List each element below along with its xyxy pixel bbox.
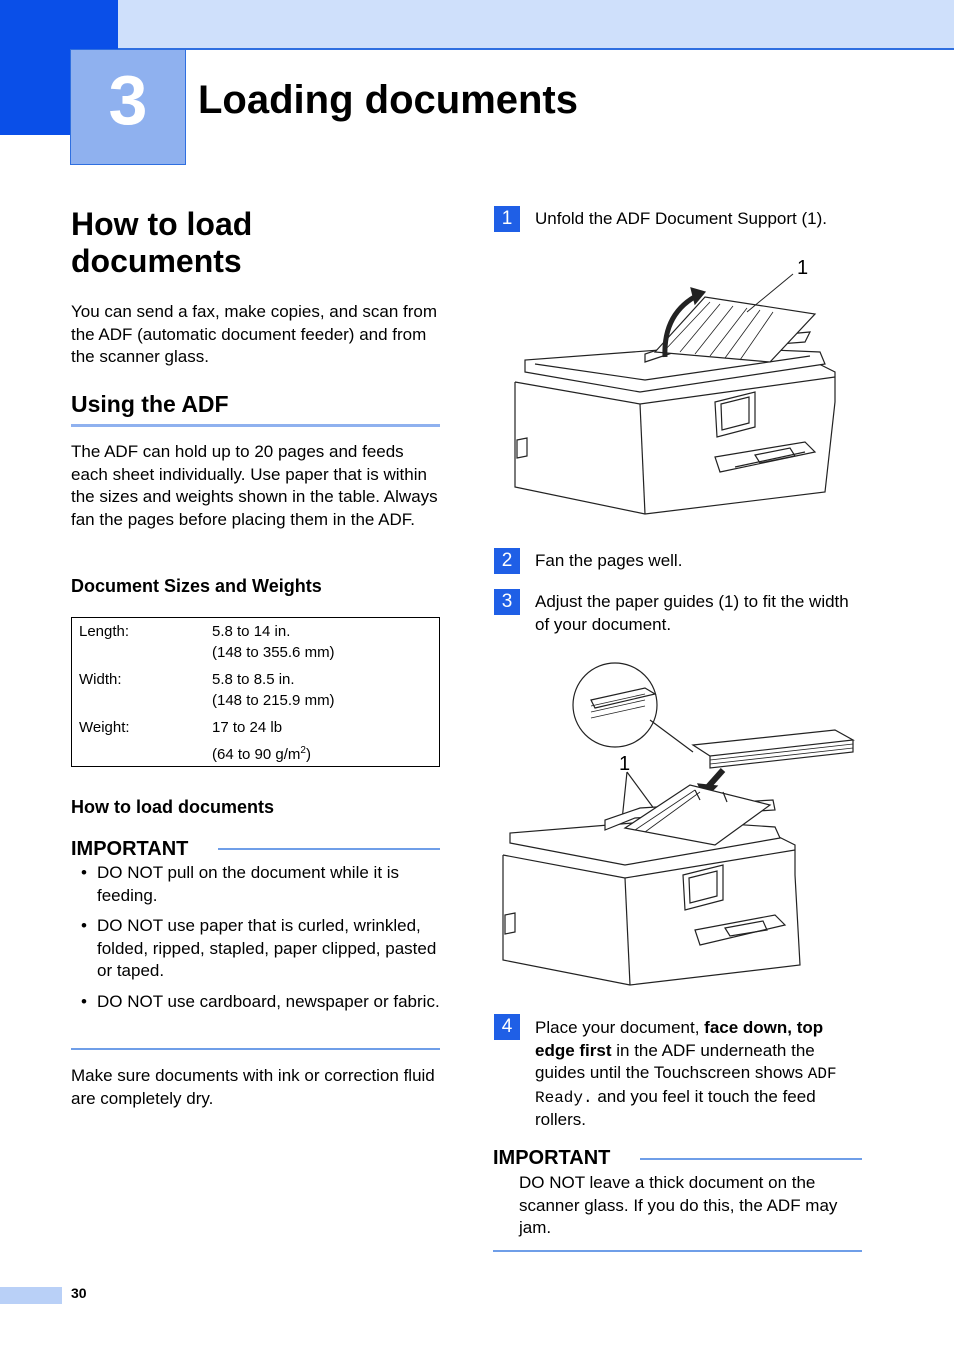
important-rule-2 xyxy=(640,1158,862,1160)
load-note: Make sure documents with ink or correcti… xyxy=(71,1066,435,1108)
sizes-table: Length: 5.8 to 14 in. (148 to 355.6 mm) … xyxy=(79,621,335,765)
important-rule xyxy=(218,848,440,850)
size-label: Length: xyxy=(79,623,130,640)
weight-metric: (64 to 90 g/m xyxy=(212,746,301,763)
sizes-table-box: Length: 5.8 to 14 in. (148 to 355.6 mm) … xyxy=(71,617,440,767)
chapter-title: Loading documents xyxy=(198,78,578,122)
printer-adf-support-illustration: 1 xyxy=(514,257,836,515)
step-4-emphasis: face down, top edge first xyxy=(535,1018,824,1060)
weight-metric-close: ) xyxy=(305,746,311,763)
size-value-line1: 5.8 to 8.5 in. xyxy=(212,671,295,688)
section-intro: You can send a fax, make copies, and sca… xyxy=(71,302,438,366)
list-item: DO NOT use cardboard, newspaper or fabri… xyxy=(71,991,441,1014)
step-badge-1: 1 xyxy=(494,206,520,232)
step-badge-3: 3 xyxy=(494,589,520,615)
size-value: 17 to 24 lb (64 to 90 g/m2) xyxy=(212,711,335,765)
page-number: 30 xyxy=(71,1285,87,1301)
size-value: 5.8 to 14 in. (148 to 355.6 mm) xyxy=(212,621,335,663)
chapter-number: 3 xyxy=(108,61,148,139)
callout-1: 1 xyxy=(797,257,808,279)
step-2-text: Fan the pages well. xyxy=(535,551,683,570)
paper-guides-illustration: 1 xyxy=(502,662,855,986)
page-number-band xyxy=(0,1287,62,1304)
superscript: 2 xyxy=(300,745,306,756)
table-row: Weight: 17 to 24 lb (64 to 90 g/m2) xyxy=(79,711,335,765)
size-value: 5.8 to 8.5 in. (148 to 215.9 mm) xyxy=(212,663,335,711)
step-4-text-c: and you feel it touch the feed rollers. xyxy=(535,1086,816,1130)
step-4-screen-message: ADF Ready. xyxy=(535,1065,837,1107)
chapter-number-box xyxy=(70,49,186,165)
subsection-rule xyxy=(71,424,440,427)
size-value-line2: (64 to 90 g/m2) xyxy=(212,740,335,765)
header-band xyxy=(0,0,954,49)
size-label: Width: xyxy=(79,671,122,688)
callout-1-guides: 1 xyxy=(619,753,630,775)
step-badge-4: 4 xyxy=(494,1014,520,1040)
list-item: DO NOT use paper that is curled, wrinkle… xyxy=(71,915,441,983)
important-text-2: DO NOT leave a thick document on the sca… xyxy=(519,1173,838,1237)
important-label: IMPORTANT xyxy=(71,838,189,860)
important-end-rule xyxy=(71,1048,440,1050)
step-1-text: Unfold the ADF Document Support (1). xyxy=(535,209,827,228)
subsection-title-adf: Using the ADF xyxy=(71,391,229,417)
table-row: Width: 5.8 to 8.5 in. (148 to 215.9 mm) xyxy=(79,663,335,711)
step-4-text-a: Place your document, xyxy=(535,1018,705,1037)
step-3-text: Adjust the paper guides (1) to fit the w… xyxy=(535,592,849,634)
table-row: Length: 5.8 to 14 in. (148 to 355.6 mm) xyxy=(79,621,335,663)
important-label-2: IMPORTANT xyxy=(493,1147,611,1169)
size-value-line2: (148 to 355.6 mm) xyxy=(212,644,335,661)
important-list: DO NOT pull on the document while it is … xyxy=(71,862,441,1021)
size-label: Weight: xyxy=(79,719,130,736)
list-item: DO NOT pull on the document while it is … xyxy=(71,862,441,907)
important-end-rule-2 xyxy=(493,1250,862,1252)
sizes-heading: Document Sizes and Weights xyxy=(71,576,322,596)
section-title: How to load documents xyxy=(71,206,253,279)
step-4-text: Place your document, face down, top edge… xyxy=(535,1017,865,1132)
adf-body: The ADF can hold up to 20 pages and feed… xyxy=(71,442,438,529)
step-badge-2: 2 xyxy=(494,548,520,574)
size-value-line2: (148 to 215.9 mm) xyxy=(212,692,335,709)
step-4-text-b: in the ADF underneath the guides until t… xyxy=(535,1040,815,1083)
size-value-line1: 5.8 to 14 in. xyxy=(212,623,291,640)
load-heading: How to load documents xyxy=(71,797,275,817)
size-value-line1: 17 to 24 lb xyxy=(212,719,283,736)
header-rule xyxy=(118,48,954,50)
